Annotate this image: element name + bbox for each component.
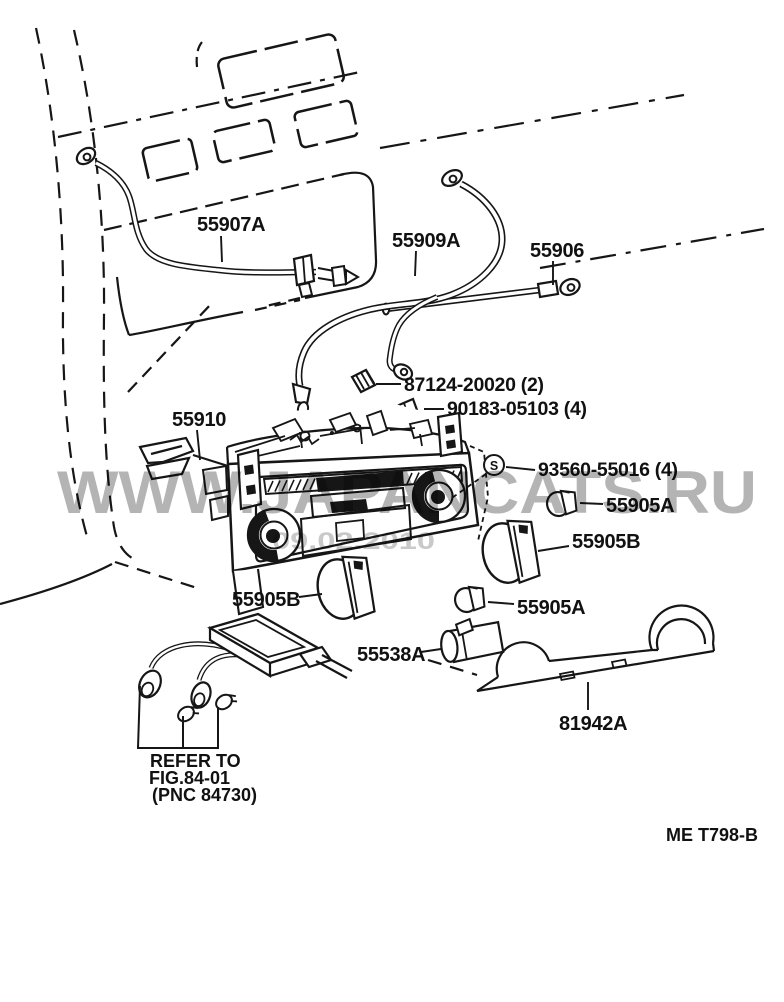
screw-93560: S [448,445,505,542]
labels: 55907A 55909A 55906 87124-20020 (2) 9018… [149,214,758,845]
cable-branch-eyelet [386,294,439,381]
knob-55905a-lower [453,585,486,614]
label-55907a: 55907A [197,214,265,236]
clip-87124 [350,368,377,394]
figure-code: ME T798-B [666,825,758,845]
bracket-81942a [476,604,716,693]
label-55538a: 55538A [357,644,425,666]
label-81942a: 81942A [559,713,627,735]
label-55910: 55910 [172,409,226,431]
leader-lines [196,235,604,710]
label-90183: 90183-05103 (4) [447,398,587,420]
refer-note-1: REFER TO [150,751,241,771]
cable-55907a [75,146,360,299]
label-55905a-lower: 55905A [517,597,585,619]
watermark-date: 09.02.2010 [272,528,435,555]
knob-55905b-left [316,555,376,621]
label-55905b-right: 55905B [572,531,640,553]
knob-55905a-upper [545,489,578,518]
right-dial [411,468,467,524]
watermark: WWW.JAPANCATS.RU [57,459,757,526]
part-55538a [440,617,505,664]
screw-symbol: S [490,459,498,473]
label-55905b-left: 55905B [232,589,300,611]
label-93560: 93560-55016 (4) [538,459,678,481]
refer-note-3: (PNC 84730) [152,785,257,805]
resistor-box [136,612,353,749]
label-55909a: 55909A [392,230,460,252]
label-55905a-upper: 55905A [606,495,674,517]
bulb [215,693,238,711]
knob-55905b-right [481,519,541,585]
refer-note-2: FIG.84-01 [149,768,230,788]
label-55906: 55906 [530,240,584,262]
control-assembly-55910 [138,404,480,616]
dashboard-sketch [0,27,765,677]
left-dial [246,507,302,563]
label-87124: 87124-20020 (2) [404,374,544,396]
